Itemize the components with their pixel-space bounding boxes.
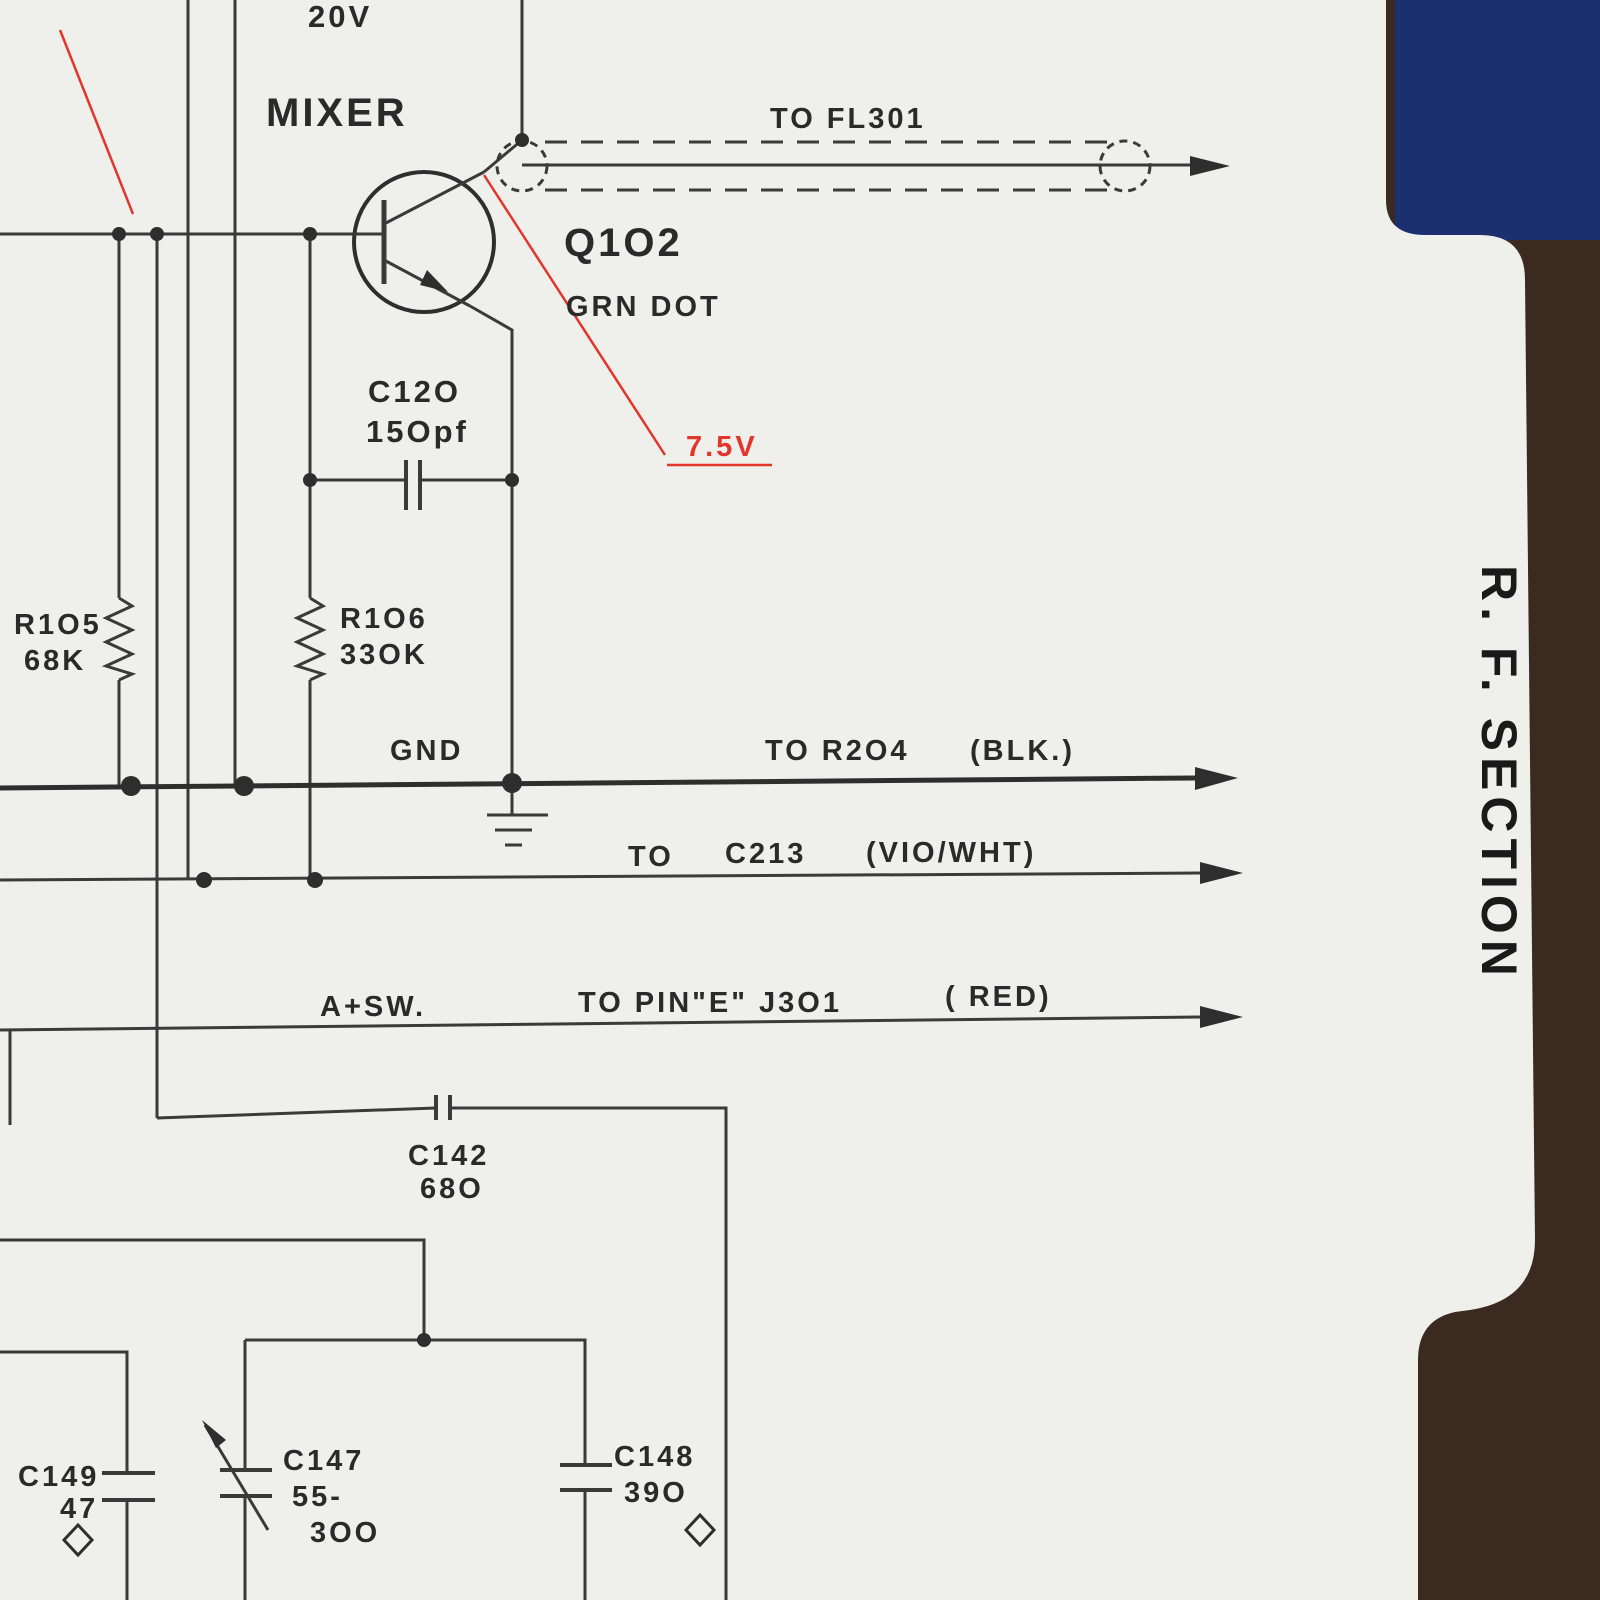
wire-asw-bus <box>0 1015 1201 1032</box>
resistor-r105-symbol <box>101 596 137 682</box>
wire-emitter <box>469 304 514 778</box>
junction-dot <box>196 872 212 888</box>
label-c213: C213 <box>725 838 806 870</box>
label-c148-value: 39O <box>624 1477 688 1509</box>
label-c120-value: 15Opf <box>366 414 469 449</box>
label-c142-value: 68O <box>420 1173 484 1205</box>
red-annotation-line-left <box>58 29 135 215</box>
label-c149-name: C149 <box>18 1461 99 1493</box>
label-a-sw: A+SW. <box>320 991 426 1023</box>
paper-sheet <box>0 0 1535 1600</box>
junction-dot <box>303 227 317 241</box>
junction-dot <box>502 773 522 793</box>
junction-dot <box>417 1333 431 1347</box>
junction-dot <box>307 872 323 888</box>
transistor-q102-symbol <box>352 170 496 314</box>
arrow-r204 <box>1195 767 1238 790</box>
variable-capacitor-arrowhead <box>202 1420 226 1448</box>
label-to-r204: TO R2O4 <box>765 735 910 767</box>
label-c213-color: (VIO/WHT) <box>866 837 1036 869</box>
arrow-c213 <box>1200 862 1243 884</box>
junction-dot <box>505 473 519 487</box>
junction-dot <box>515 133 529 147</box>
wire-gnd-bus <box>0 775 1196 791</box>
wire-c147-c148-top <box>245 1338 587 1465</box>
label-c142-name: C142 <box>408 1140 489 1172</box>
binder-cover <box>1395 0 1600 240</box>
label-c147-value-2: 3OO <box>310 1517 380 1549</box>
label-mixer: MIXER <box>266 91 408 135</box>
label-r105-name: R1O5 <box>14 609 102 641</box>
label-7-5v: 7.5V <box>686 431 758 463</box>
label-gnd: GND <box>390 735 463 767</box>
label-to-fl301: TO FL301 <box>770 103 926 135</box>
label-c148-name: C148 <box>614 1441 695 1473</box>
label-r106-name: R1O6 <box>340 603 428 635</box>
wire-collector-top <box>483 138 523 174</box>
arrow-pin-e <box>1200 1006 1243 1028</box>
label-voltage-top: 20V <box>308 0 372 34</box>
label-c147-value-1: 55- <box>292 1481 343 1513</box>
label-to-c213: TO <box>628 841 674 873</box>
arrow-fl301 <box>1190 156 1230 176</box>
wire-c142-right <box>450 1106 728 1600</box>
wire-lower-top <box>0 1238 426 1340</box>
junction-dot <box>112 227 126 241</box>
label-c147-name: C147 <box>283 1445 364 1477</box>
label-grn-dot: GRN DOT <box>566 291 721 323</box>
label-pin-e-color: ( RED) <box>945 981 1052 1013</box>
junction-dot <box>303 473 317 487</box>
label-r204-color: (BLK.) <box>970 735 1075 767</box>
section-tab-title: R. F. SECTION <box>1471 565 1527 982</box>
label-q102: Q1O2 <box>564 221 683 265</box>
label-r106-value: 33OK <box>340 639 428 671</box>
label-c149-value: 47 <box>60 1493 98 1525</box>
label-r105-value: 68K <box>24 645 86 677</box>
wire-c142-left <box>156 1106 437 1120</box>
junction-dot <box>234 776 254 796</box>
diamond-marker-c148 <box>683 1512 717 1548</box>
shield-right-end <box>1098 139 1152 193</box>
junction-dot <box>121 776 141 796</box>
junction-dot <box>150 227 164 241</box>
label-to-pin-e: TO PIN"E" J3O1 <box>578 987 842 1019</box>
transistor-emitter-arrow <box>420 270 448 292</box>
diamond-marker-c149 <box>61 1522 95 1558</box>
transistor-collector <box>383 170 485 226</box>
wire-c149-top <box>0 1350 129 1473</box>
label-c120-name: C12O <box>368 374 461 409</box>
resistor-r106-symbol <box>292 596 328 682</box>
red-annotation-line-q102 <box>482 174 667 456</box>
